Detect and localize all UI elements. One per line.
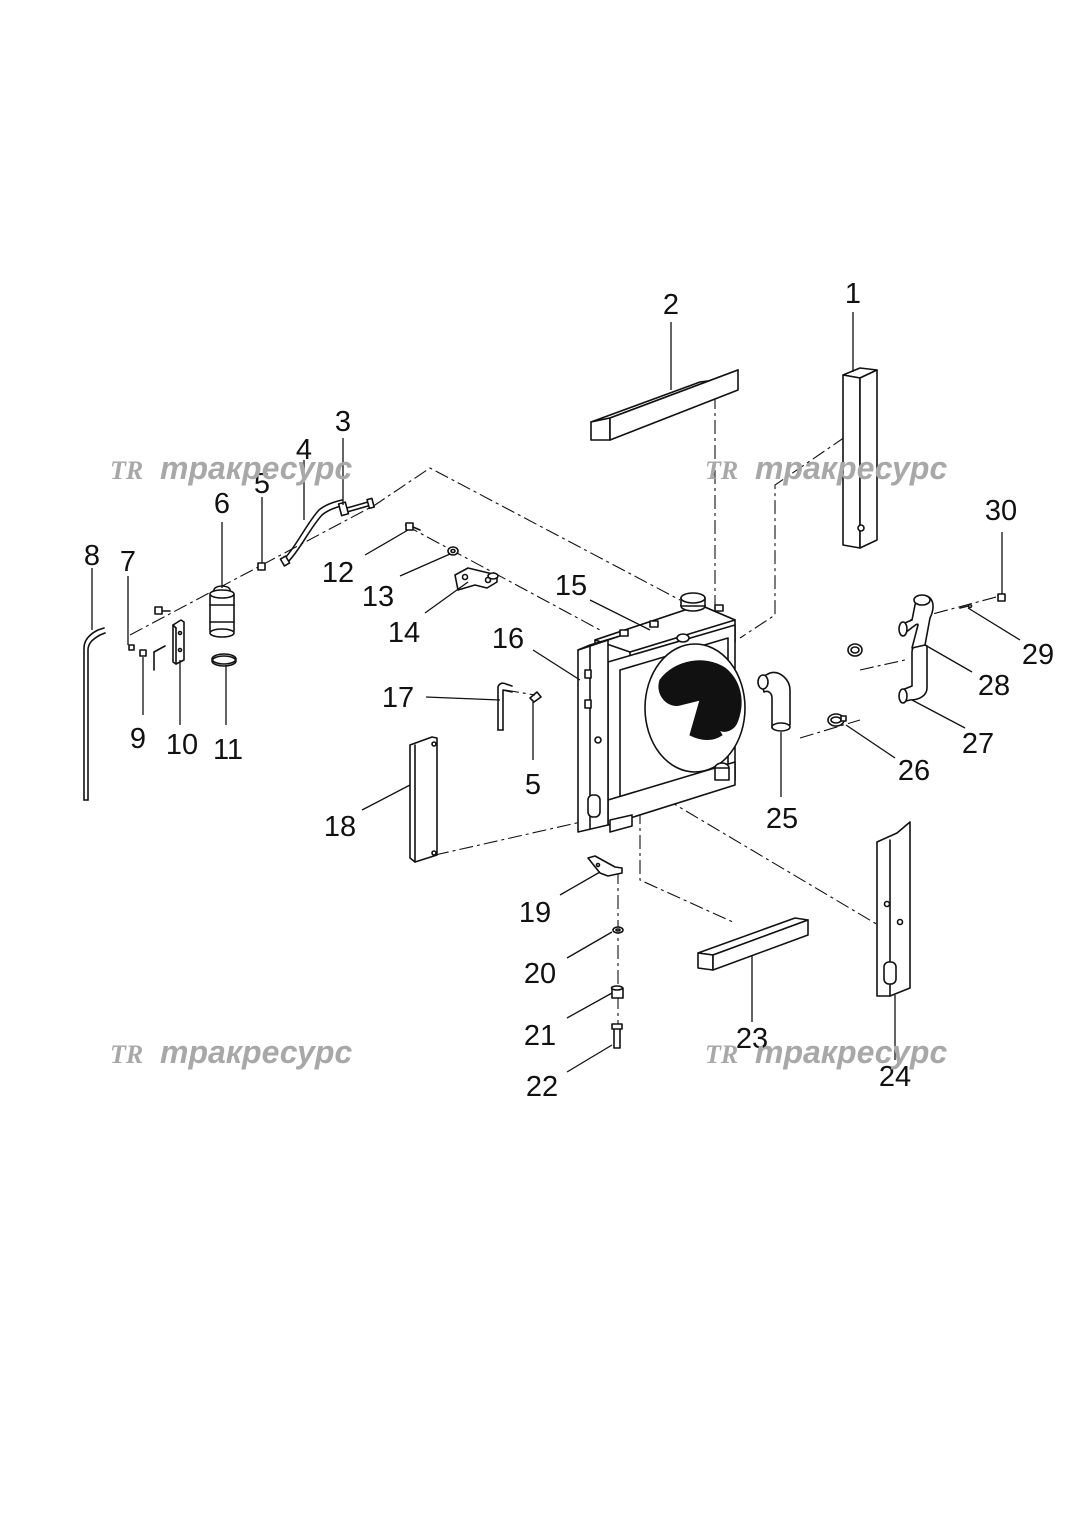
part-2-top-bar [590,369,739,441]
watermark-bottom-right: TR тракресурс [705,1034,947,1070]
part-5-clip-lower [529,691,542,703]
part-26-clamp [827,713,847,727]
part-21-bushing [610,985,624,999]
callout-4: 4 [296,434,312,466]
callout-24: 24 [879,1061,911,1093]
callout-3: 3 [335,406,351,438]
callout-26: 26 [898,755,930,787]
callout-5a: 5 [254,468,270,500]
part-30-nut [997,593,1006,602]
callout-29: 29 [1022,639,1054,671]
watermark-logo: TR [705,456,738,485]
watermark-top-right: TR тракресурс [705,450,947,486]
callout-11: 11 [213,734,243,766]
part-5-small-clamp [257,562,266,571]
callout-23: 23 [736,1023,768,1055]
callout-2: 2 [663,289,679,321]
part-27-lower-hose [898,643,928,704]
callout-20: 20 [524,958,556,990]
part-12-bolt [405,522,421,531]
callout-labels: 1 2 3 4 5 6 7 8 9 10 11 12 13 14 15 16 1… [84,278,1054,1103]
part-10-bracket [172,619,185,665]
callout-6: 6 [214,488,230,520]
callout-17: 17 [382,682,414,714]
part-19-bracket [587,855,623,877]
callout-18: 18 [324,811,356,843]
callout-1: 1 [845,278,861,310]
part-17-pin [497,682,513,731]
part-28-upper-hose [847,594,934,657]
callout-27: 27 [962,728,994,760]
callout-22: 22 [526,1071,558,1103]
radiator-assembly [577,592,791,833]
part-1-vertical-bar [842,367,878,549]
watermark-top-left: TR тракресурс [110,450,352,486]
watermark-logo: TR [110,1040,143,1069]
callout-25: 25 [766,803,798,835]
part-20-washer [612,926,624,934]
part-7-bolt [154,606,171,615]
callout-12: 12 [322,557,354,589]
watermark-logo: TR [110,456,143,485]
part-8-rod [83,627,106,801]
leader-lines [91,312,1021,1073]
watermark-bottom-left: TR тракресурс [110,1034,352,1070]
callout-30: 30 [985,495,1017,527]
callout-16: 16 [492,623,524,655]
watermark-logo: TR [705,1040,738,1069]
part-9-nut [128,644,166,671]
part-23-bottom-bar [697,917,809,971]
callout-28: 28 [978,670,1010,702]
part-24-vertical-plate [876,821,911,997]
callout-15: 15 [555,570,587,602]
part-18-side-panel [409,736,438,863]
callout-14: 14 [388,617,420,649]
callout-9: 9 [130,723,146,755]
watermark-text: тракресурс [160,1034,352,1070]
part-13-washer [447,546,459,556]
callout-5b: 5 [525,769,541,801]
part-22-bolt [611,1023,623,1049]
watermark-text: тракресурс [755,450,947,486]
callout-13: 13 [362,581,394,613]
watermark-text: тракресурс [160,450,352,486]
part-6-drier [209,585,235,638]
part-11-ring-clamp [211,653,237,667]
part-29-bolt [959,603,973,609]
watermark-text: тракресурс [755,1034,947,1070]
callout-21: 21 [524,1020,556,1052]
callout-7: 7 [120,546,136,578]
callout-8: 8 [84,540,100,572]
callout-10: 10 [166,729,198,761]
callout-19: 19 [519,897,551,929]
part-4-hose [279,497,375,567]
